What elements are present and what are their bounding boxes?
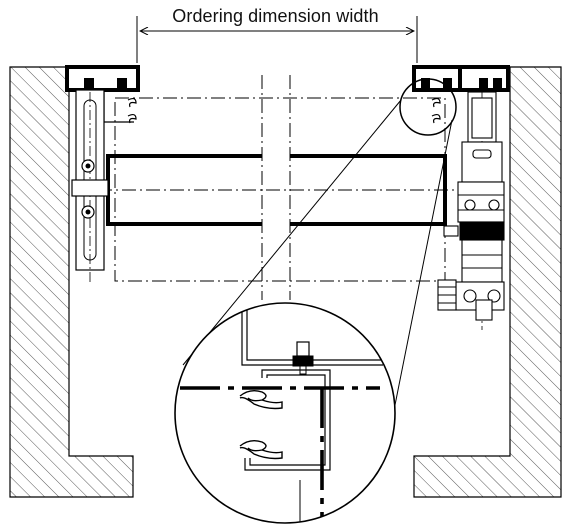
detail-leader-lines [182, 99, 453, 421]
opening-outline [98, 75, 460, 300]
left-guide-plate [71, 89, 109, 282]
right-top-bracket [412, 65, 510, 124]
ordering-dimension-width-label: Ordering dimension width [172, 6, 379, 26]
drive-motor-unit [437, 91, 505, 330]
enlarged-detail [174, 302, 396, 524]
detail-reference-circle [399, 78, 457, 136]
left-top-bracket [65, 65, 140, 124]
dimension-line [136, 16, 418, 63]
right-wall [413, 66, 562, 498]
